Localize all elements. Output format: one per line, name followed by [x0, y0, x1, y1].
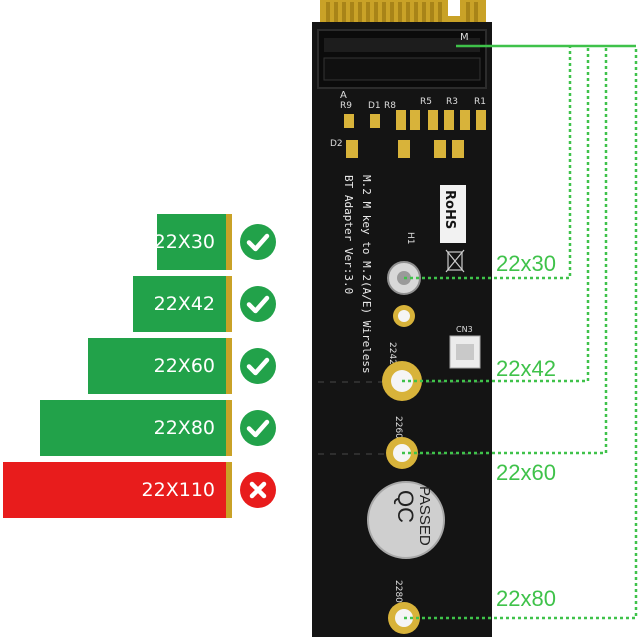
rohs-label [440, 185, 466, 243]
card-22x60: 22X60 [88, 338, 227, 394]
callout-22x30: 22x30 [496, 251, 556, 276]
gold-contacts [226, 276, 232, 332]
callout-22x60: 22x60 [496, 460, 556, 485]
ref-r3: R3 [446, 97, 458, 107]
check-icon [240, 348, 276, 384]
ref-a: A [340, 90, 347, 101]
card-22x42: 22X42 [133, 276, 227, 332]
qc-sticker [367, 481, 445, 559]
ref-r1: R1 [474, 97, 486, 107]
ref-r9: R9 [340, 101, 352, 111]
callout-22x42: 22x42 [496, 356, 556, 381]
board-title-line1: M.2 M key to M.2(A/E) Wireless [360, 175, 373, 374]
board-title-line2: BT Adapter Ver:3.0 [342, 175, 355, 294]
card-22x80: 22X80 [40, 400, 227, 456]
ref-d2: D2 [330, 139, 343, 149]
callout-lines [402, 44, 638, 620]
card-label: 22X110 [141, 479, 215, 501]
check-icon [240, 286, 276, 322]
check-icon [240, 224, 276, 260]
check-icon [240, 410, 276, 446]
passive-components [344, 110, 486, 158]
key-notch [448, 0, 460, 16]
card-label: 22X60 [153, 355, 215, 377]
ref-d1: D1 [368, 101, 381, 111]
card-label: 22X30 [153, 231, 215, 253]
gold-contacts [226, 338, 232, 394]
weee-bin-icon [445, 249, 465, 273]
qc-text: QC [393, 490, 418, 523]
card-22x110: 22X110 [3, 462, 227, 518]
hole-label-2260: 2260 [393, 416, 403, 439]
card-label: 22X42 [153, 293, 215, 315]
rohs-text: RoHS [442, 190, 457, 229]
cross-icon [240, 472, 276, 508]
gold-contacts [226, 400, 232, 456]
gold-contacts [226, 462, 232, 518]
card-label: 22X80 [153, 417, 215, 439]
card-22x30: 22X30 [153, 214, 227, 270]
edge-connector-pins [326, 2, 478, 24]
ref-h1: H1 [405, 232, 415, 245]
hole-label-2242: 2242 [387, 342, 397, 365]
ref-m: M [460, 32, 469, 43]
ref-r8: R8 [384, 101, 396, 111]
hole-label-2280: 2280 [393, 580, 403, 603]
ref-r5: R5 [420, 97, 432, 107]
gold-contacts [226, 214, 232, 270]
callout-22x80: 22x80 [496, 586, 556, 611]
ref-cn3: CN3 [456, 325, 473, 334]
qc-passed-text: PASSED [416, 486, 433, 546]
